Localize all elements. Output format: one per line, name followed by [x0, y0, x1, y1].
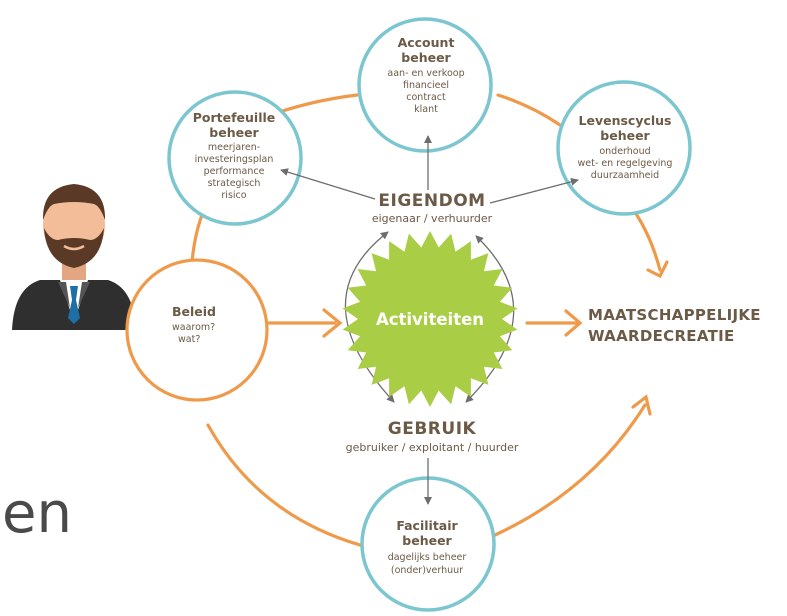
portefeuille-title-2: beheer	[209, 125, 259, 140]
eigendom-title: EIGENDOM	[378, 191, 485, 211]
facilitair-line-1: dagelijks beheer	[388, 552, 467, 563]
account-line-1: aan- en verkoop	[387, 68, 464, 79]
outcome-line-2: WAARDECREATIE	[588, 327, 735, 345]
portefeuille-line-2: investeringsplan	[195, 154, 274, 165]
account-title-2: beheer	[401, 50, 451, 65]
gebruik-roles: gebruiker / exploitant / huurder	[346, 441, 519, 454]
account-line-4: klant	[414, 104, 438, 115]
account-line-3: contract	[406, 92, 446, 103]
portefeuille-line-1: meerjaren-	[208, 142, 260, 153]
gebruik-title: GEBRUIK	[388, 419, 477, 439]
levenscyclus-line-3: duurzaamheid	[591, 170, 659, 181]
beleid-title: Beleid	[172, 304, 216, 319]
account-beheer-circle	[357, 17, 493, 153]
eigendom-roles: eigenaar / verhuurder	[372, 212, 493, 225]
portefeuille-line-4: strategisch	[208, 178, 261, 189]
account-line-2: financieel	[403, 80, 449, 91]
levenscyclus-line-2: wet- en regelgeving	[578, 158, 673, 169]
portefeuille-title-1: Portefeuille	[193, 110, 276, 125]
facilitair-line-2: (onder)verhuur	[391, 565, 463, 576]
businessman-avatar-icon	[12, 184, 136, 330]
activiteiten-burst	[342, 231, 518, 407]
fragment-text: en	[2, 481, 72, 546]
portefeuille-beheer-circle	[167, 90, 303, 226]
facilitair-title-2: beheer	[402, 533, 452, 548]
outcome-line-1: MAATSCHAPPELIJKE	[588, 306, 761, 324]
levenscyclus-line-1: onderhoud	[599, 146, 650, 157]
facilitair-title-1: Facilitair	[396, 518, 458, 533]
beleid-circle	[125, 258, 269, 402]
levenscyclus-beheer-circle	[556, 80, 692, 216]
levenscyclus-title-2: beheer	[600, 128, 650, 143]
account-title-1: Account	[398, 35, 455, 50]
center-label: Activiteiten	[376, 310, 484, 329]
beleid-line-2: wat?	[178, 334, 200, 345]
portefeuille-line-3: performance	[204, 166, 265, 177]
beleid-line-1: waarom?	[172, 322, 215, 333]
portefeuille-line-5: risico	[221, 190, 246, 201]
levenscyclus-title-1: Levenscyclus	[579, 113, 672, 128]
